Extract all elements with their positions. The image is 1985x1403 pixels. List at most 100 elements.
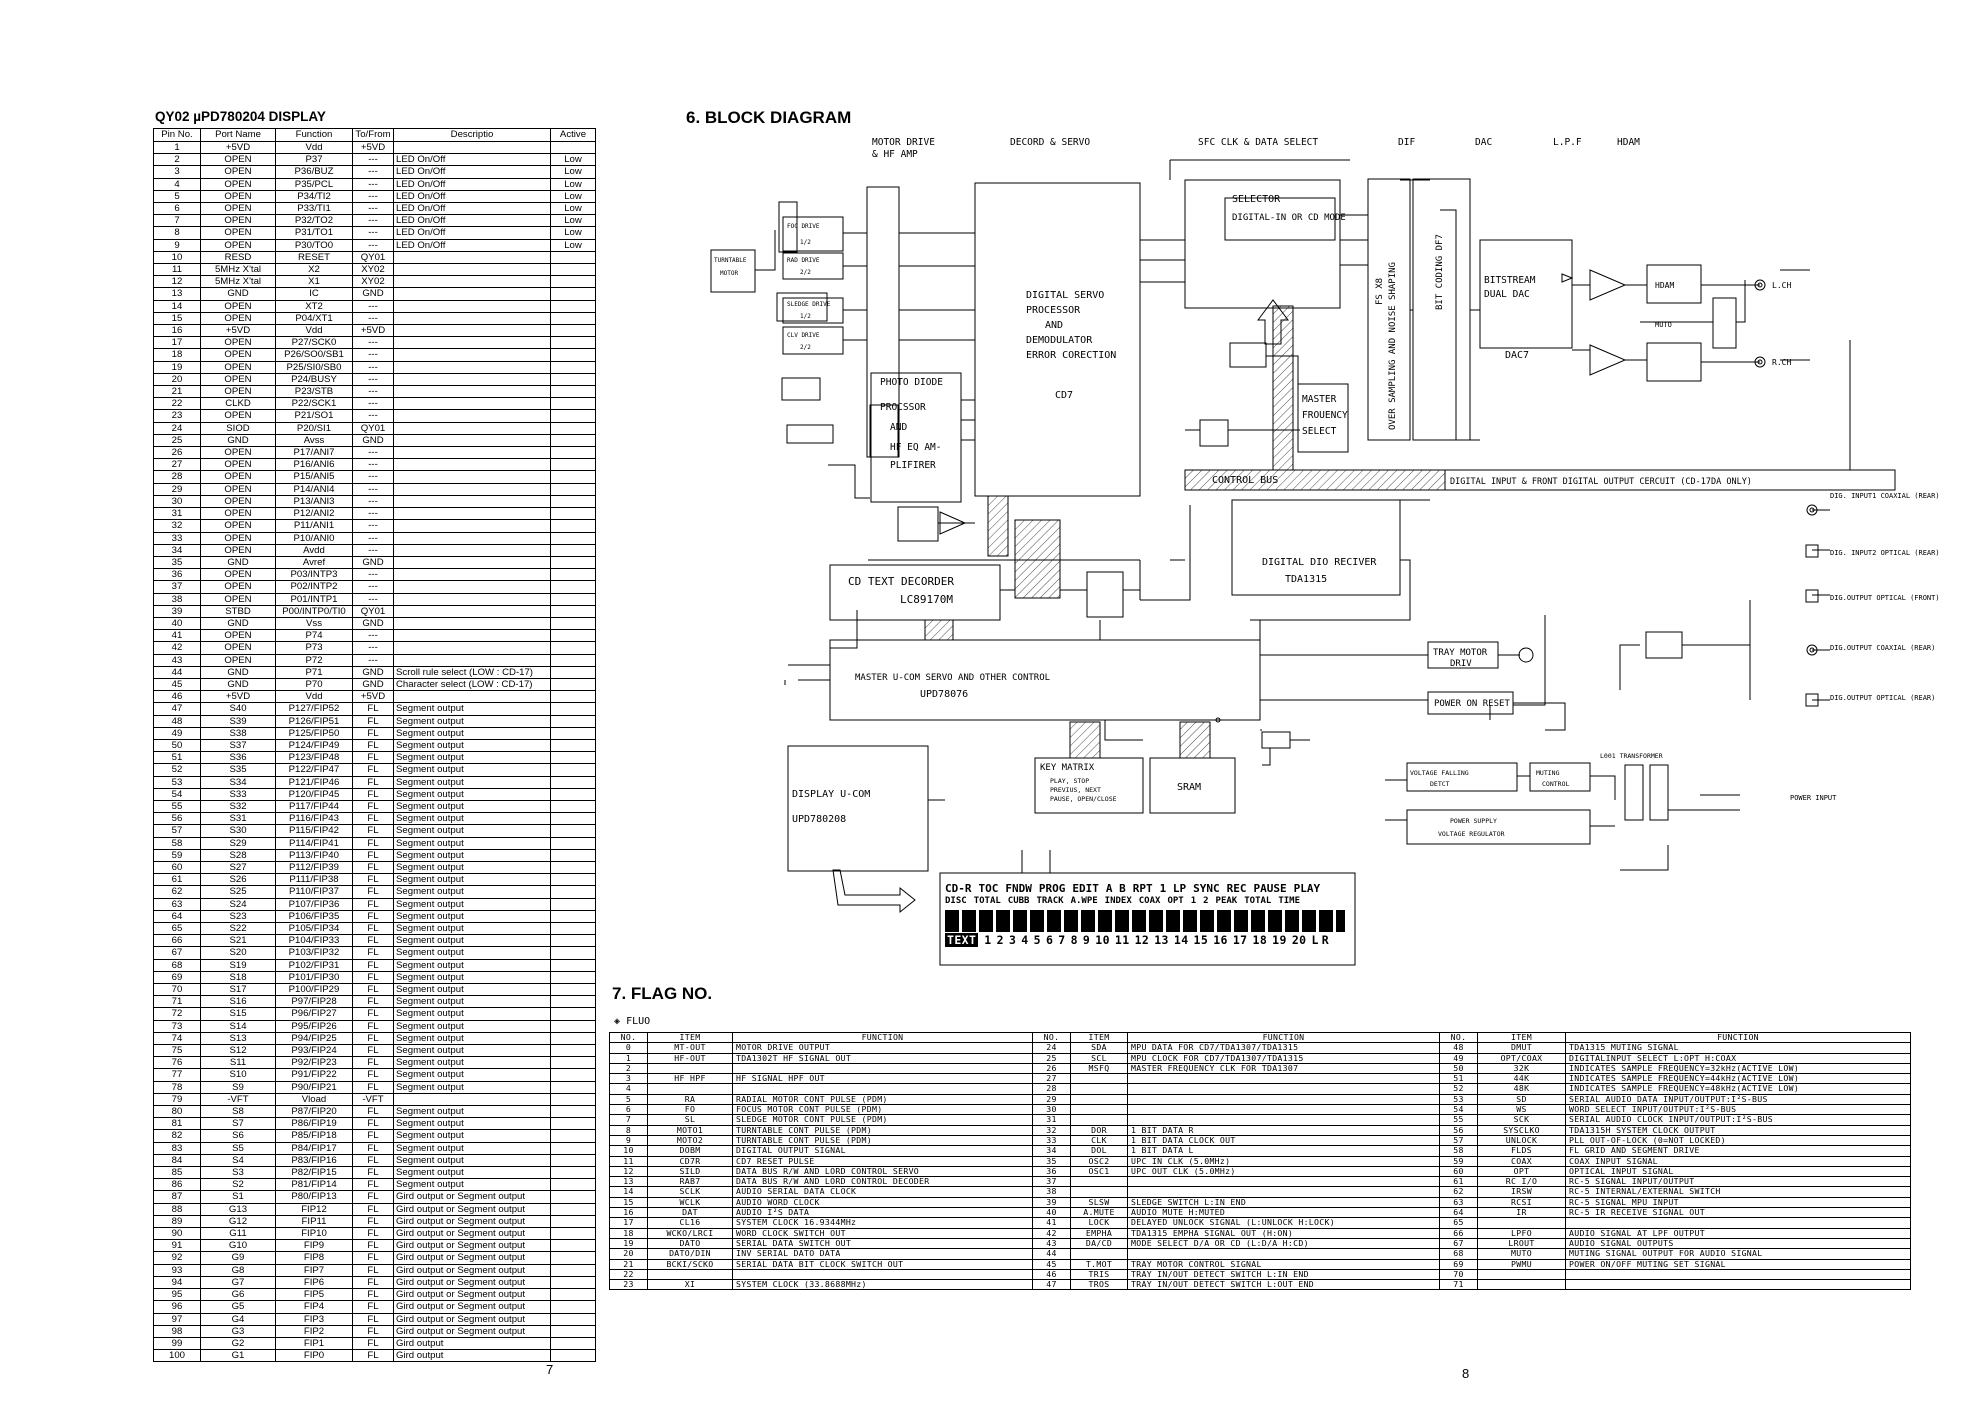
flag-cell: SL xyxy=(647,1114,733,1126)
flag-cell: 27 xyxy=(1032,1073,1071,1085)
table-cell: OPEN xyxy=(200,592,276,606)
keymatrix-item: PAUSE, OPEN/CLOSE xyxy=(1050,795,1117,803)
table-cell: OPEN xyxy=(200,372,276,387)
table-cell xyxy=(550,1349,596,1363)
tray-motor-label: DRIV xyxy=(1450,659,1472,669)
table-cell: P32/TO2 xyxy=(275,214,353,228)
sledge-drive-label: SLEDGE DRIVE xyxy=(787,301,831,308)
fl-track-number: 13 xyxy=(1154,933,1169,947)
table-cell: --- xyxy=(352,385,394,399)
flag-cell: INDICATES SAMPLE FREQUENCY=44kHz(ACTIVE … xyxy=(1565,1073,1911,1085)
transformer-primary xyxy=(1624,764,1644,821)
table-cell: Gird output or Segment output xyxy=(393,1324,551,1338)
table-cell: --- xyxy=(352,641,394,655)
flag-cell: 43 xyxy=(1032,1237,1071,1250)
table-cell: P107/FIP36 xyxy=(275,897,353,911)
table-cell: Vdd xyxy=(275,324,353,338)
flag-cell: MODE SELECT D/A OR CD (L:D/A H:CD) xyxy=(1127,1237,1440,1250)
table-cell: S36 xyxy=(200,751,276,765)
table-cell: FL xyxy=(352,983,394,997)
fl-text-label: TEXT xyxy=(945,933,979,947)
table-cell: S3 xyxy=(200,1166,276,1180)
table-cell: --- xyxy=(352,397,394,411)
table-cell: OPEN xyxy=(200,482,276,496)
oversampling-label: OVER SAMPLING AND NOISE SHAPING xyxy=(1388,262,1398,430)
table-cell: +5VD xyxy=(200,140,276,155)
table-cell: Low xyxy=(550,226,596,240)
table-cell: FL xyxy=(352,1019,394,1033)
flag-cell: RC-5 IR RECEIVE SIGNAL OUT xyxy=(1565,1207,1911,1219)
flag-cell: 69 xyxy=(1439,1258,1478,1270)
flag-cell: CLK xyxy=(1070,1134,1128,1147)
table-cell: S37 xyxy=(200,738,276,753)
table-cell: FL xyxy=(352,1105,394,1119)
flag-cell: 1 BIT DATA L xyxy=(1127,1145,1440,1157)
table-cell xyxy=(550,616,596,631)
table-cell: Avref xyxy=(275,555,353,570)
flag-cell xyxy=(647,1083,733,1095)
turntable-label: TURNTABLE xyxy=(714,257,747,264)
fl-indicator: DISC xyxy=(945,896,967,906)
table-cell: FL xyxy=(352,1007,394,1021)
flag-cell: DIGITALINPUT SELECT L:OPT H:COAX xyxy=(1565,1052,1911,1064)
table-cell: FL xyxy=(352,934,394,948)
table-cell xyxy=(550,921,596,936)
flag-cell: 40 xyxy=(1032,1207,1071,1219)
photo-diode-label: PLIFIRER xyxy=(890,460,936,471)
flag-cell: SLSW xyxy=(1070,1196,1128,1209)
flag-cell: DAT xyxy=(647,1207,733,1219)
table-cell xyxy=(550,677,596,692)
table-cell: Segment output xyxy=(393,799,551,814)
table-cell: 79 xyxy=(153,1092,201,1107)
table-cell: GND xyxy=(200,616,276,631)
flag-cell: 49 xyxy=(1439,1052,1478,1064)
table-cell: 98 xyxy=(153,1324,201,1338)
table-cell: Low xyxy=(550,165,596,179)
flag-cell: SCK xyxy=(1477,1114,1566,1126)
table-cell: P90/FIP21 xyxy=(275,1080,353,1094)
flag-col-header: NO. xyxy=(1439,1031,1478,1044)
cd-text-chip: LC89170M xyxy=(900,593,953,606)
table-cell: GND xyxy=(352,665,394,679)
flag-cell: 52 xyxy=(1439,1083,1478,1095)
photo-diode-label: PROCSSOR xyxy=(880,402,926,413)
table-cell: Segment output xyxy=(393,958,551,972)
flag-cell xyxy=(1127,1083,1440,1095)
table-cell: --- xyxy=(352,409,394,423)
flag-cell: 34 xyxy=(1032,1145,1071,1157)
table-cell: GND xyxy=(352,616,394,631)
table-cell xyxy=(550,946,596,960)
flag-cell: RAB7 xyxy=(647,1176,733,1188)
flag-cell: 16 xyxy=(609,1207,648,1219)
table-cell: OPEN xyxy=(200,641,276,655)
fl-track-number: 8 xyxy=(1070,933,1078,947)
table-cell: 7 xyxy=(153,214,201,228)
flag-cell: DOBM xyxy=(647,1145,733,1157)
flag-cell: FO xyxy=(647,1104,733,1116)
flag-cell: MOTO2 xyxy=(647,1134,733,1147)
flag-cell: SDA xyxy=(1070,1042,1128,1054)
table-cell: P95/FIP26 xyxy=(275,1019,353,1033)
table-cell: --- xyxy=(352,177,394,191)
table-cell xyxy=(550,665,596,679)
flag-cell: MOTO1 xyxy=(647,1124,733,1136)
